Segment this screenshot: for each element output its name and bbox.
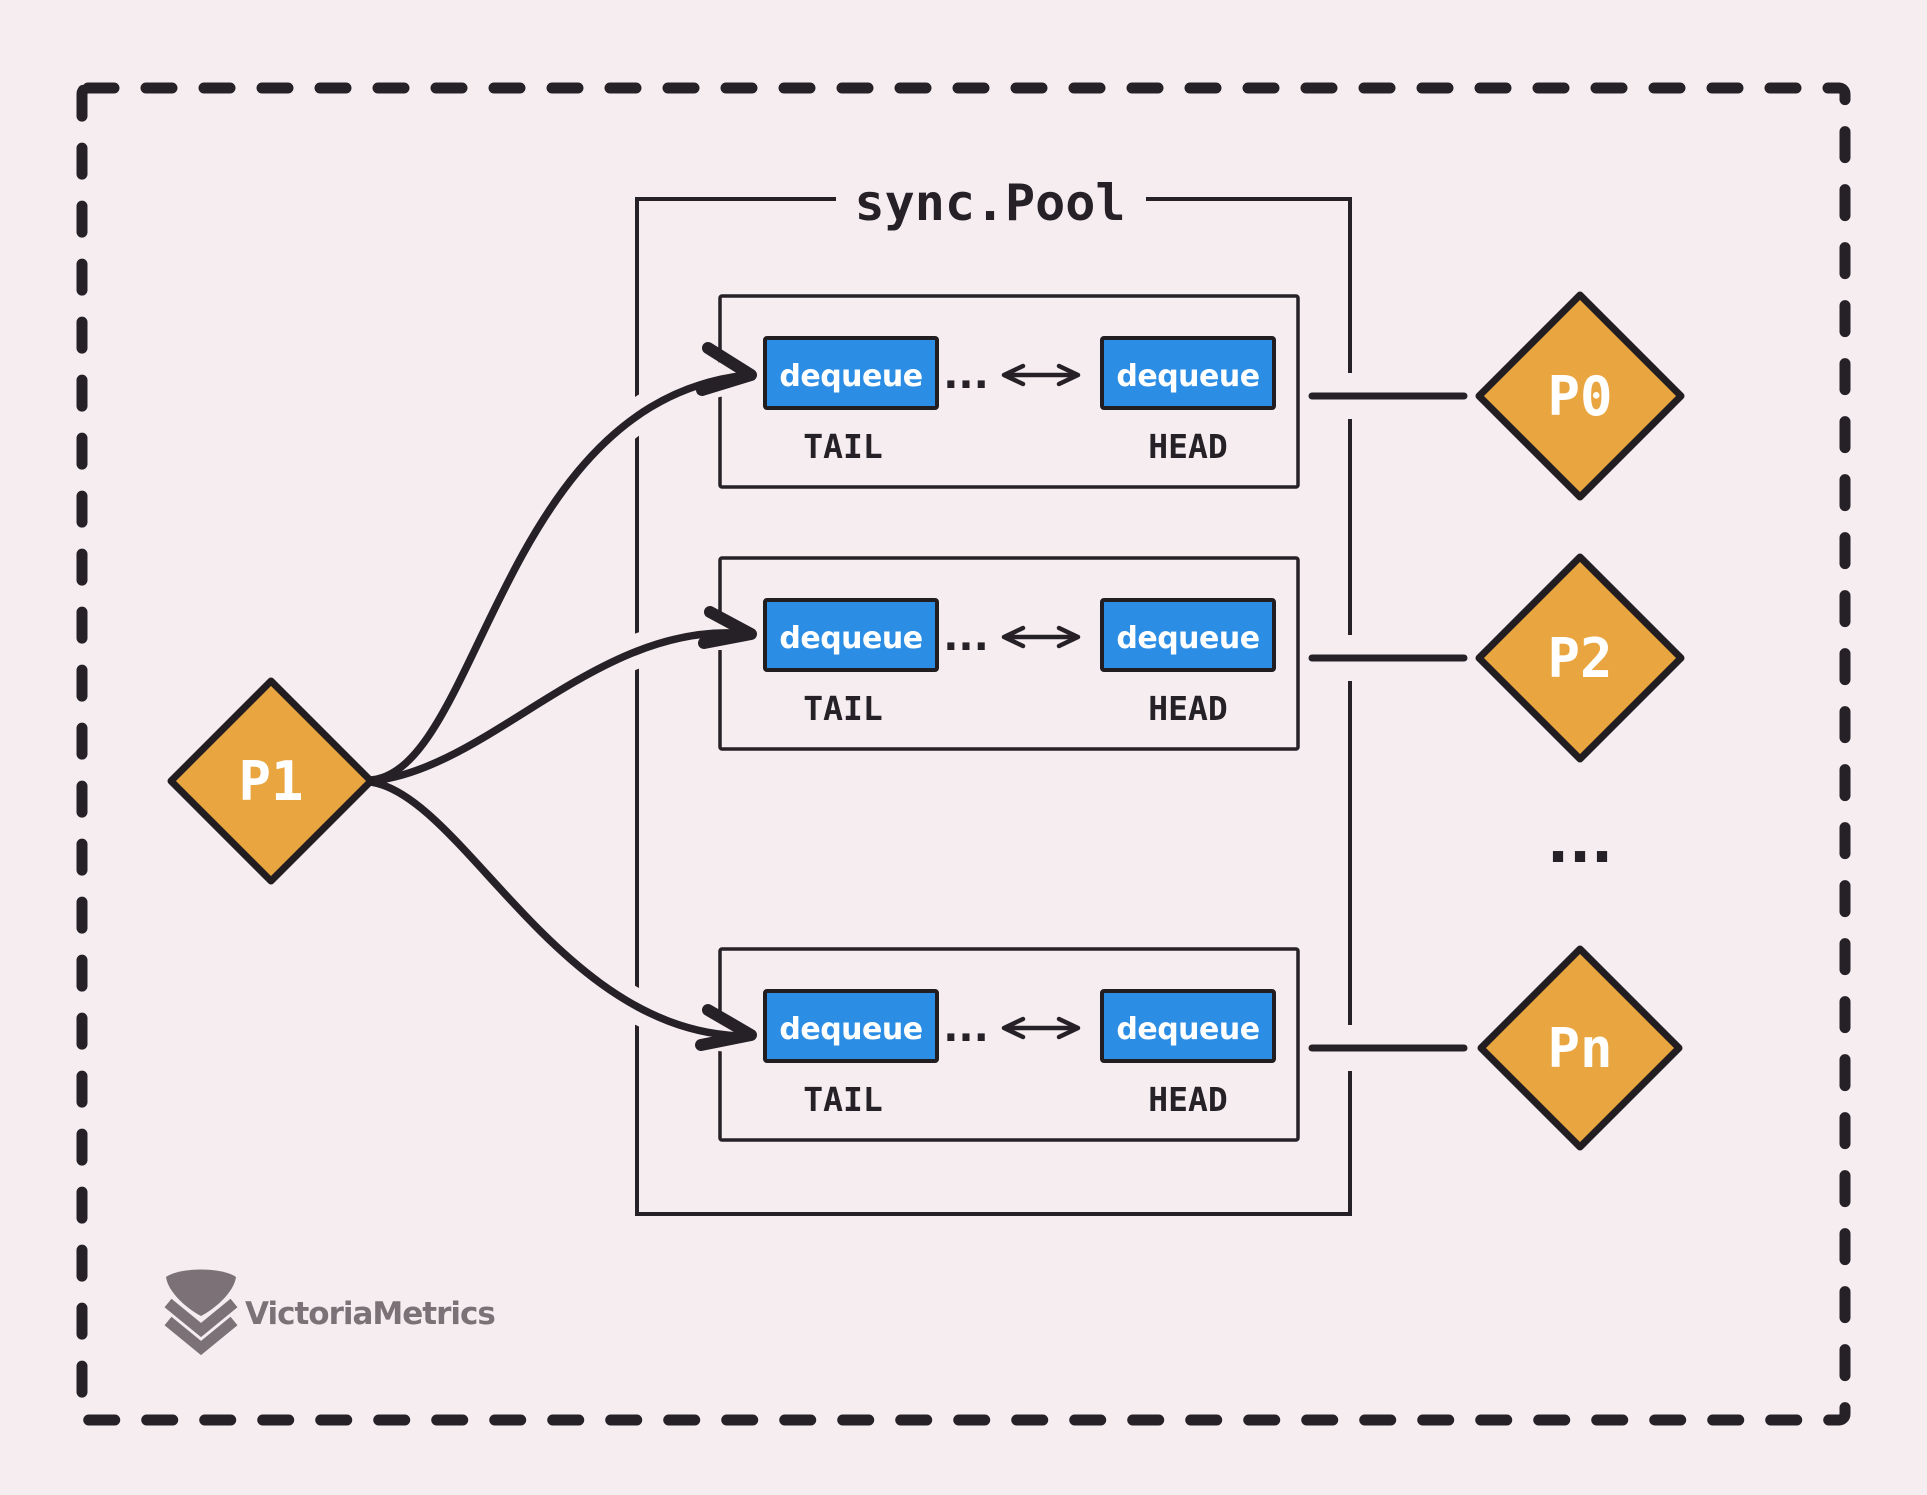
sync-pool-title: sync.Pool: [855, 174, 1126, 232]
arrowhead-row1: [698, 606, 757, 649]
p1-arrowheads: [695, 342, 757, 1051]
diamond-shape: [167, 677, 375, 885]
arrowhead-row2: [695, 1004, 757, 1051]
arrowhead-row0: [696, 342, 757, 396]
logo-chevron-bottom: [164, 1316, 238, 1356]
arrow-p1-to-row0: [367, 371, 752, 784]
sync-pool-bracket: [635, 197, 1352, 1216]
dequeue-box-tail-text: dequeue: [779, 359, 922, 394]
bidirectional-arrow-icon: [1001, 363, 1081, 387]
sync-pool-container: sync.Pool: [635, 174, 1352, 1216]
arrow-p1-to-row1: [367, 629, 752, 785]
p1-arrows: [367, 371, 752, 1040]
dequeue-row: dequeue ... dequeue TAIL HEAD: [718, 947, 1300, 1142]
dequeue-row-outline: [718, 556, 1300, 751]
bidirectional-arrow-icon: [1001, 1016, 1081, 1040]
queue-ellipsis: ...: [943, 1005, 989, 1051]
processor-diamond-p2: P2: [1475, 553, 1685, 763]
dequeue-box-head-text: dequeue: [1116, 621, 1259, 656]
dequeue-row: dequeue ... dequeue TAIL HEAD: [718, 556, 1300, 751]
arrow-p1-to-row2: [367, 778, 752, 1040]
logo-wordmark: VictoriaMetrics: [245, 1296, 495, 1332]
bidirectional-arrow-icon: [1001, 625, 1081, 649]
diamond-shape: [1475, 291, 1685, 501]
dequeue-box-head: [1100, 336, 1276, 410]
head-label: HEAD: [1148, 427, 1227, 466]
dequeue-box-tail: [763, 989, 939, 1063]
head-label: HEAD: [1148, 689, 1227, 728]
tail-label: TAIL: [803, 1080, 882, 1119]
logo-chevron-middle: [164, 1298, 238, 1338]
dequeue-box-head-text: dequeue: [1116, 1012, 1259, 1047]
head-label: HEAD: [1148, 1080, 1227, 1119]
logo-shield-top: [166, 1269, 236, 1316]
tail-label: TAIL: [803, 689, 882, 728]
dequeue-box-head: [1100, 989, 1276, 1063]
diamond-shape: [1477, 945, 1683, 1151]
outer-dashed-border: [76, 82, 1851, 1426]
processor-diamond-p1: P1: [167, 677, 375, 885]
processor-label: Pn: [1547, 1017, 1612, 1080]
dequeue-box-head: [1100, 598, 1276, 672]
tail-label: TAIL: [803, 427, 882, 466]
processor-diamond-p0: P0: [1475, 291, 1685, 501]
processor-diamond-pn: Pn: [1477, 945, 1683, 1151]
victoriametrics-icon: [164, 1269, 238, 1356]
dequeue-box-head-text: dequeue: [1116, 359, 1259, 394]
dequeue-box-tail: [763, 336, 939, 410]
processor-connectors: [1308, 392, 1468, 1052]
dequeue-box-tail: [763, 598, 939, 672]
processor-label: P2: [1547, 627, 1612, 690]
processor-label: P0: [1547, 365, 1612, 428]
dequeue-row: dequeue ... dequeue TAIL HEAD: [718, 294, 1300, 489]
queue-ellipsis: ...: [943, 352, 989, 398]
dequeue-box-tail-text: dequeue: [779, 621, 922, 656]
processor-label: P1: [238, 750, 303, 813]
dequeue-box-tail-text: dequeue: [779, 1012, 922, 1047]
victoriametrics-logo: VictoriaMetrics: [164, 1269, 496, 1356]
queue-ellipsis: ...: [943, 614, 989, 660]
more-processors-ellipsis: ...: [1547, 808, 1613, 876]
diamond-shape: [1475, 553, 1685, 763]
